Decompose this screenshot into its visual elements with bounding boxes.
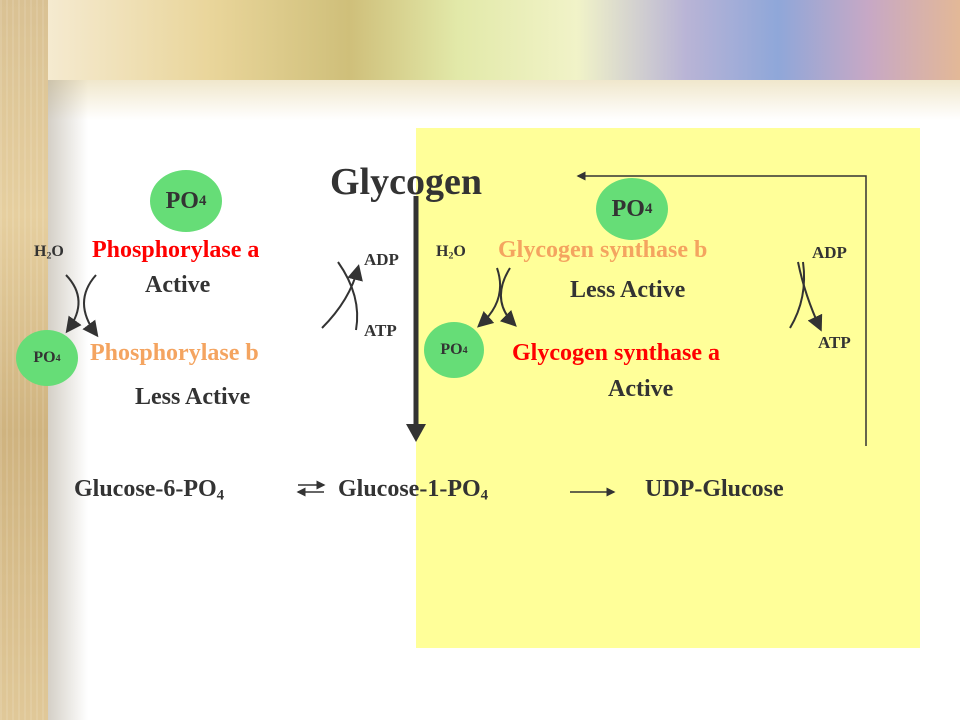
phosphorylase-a-label: Phosphorylase a — [92, 237, 260, 263]
phosphorylase-b-label: Phosphorylase b — [90, 340, 259, 366]
udp-glucose-label: UDP-Glucose — [645, 476, 784, 502]
decorative-top-banner — [48, 0, 960, 80]
h2o-label-synthase: H2O — [436, 243, 466, 262]
synthesis-return-path — [576, 171, 867, 446]
synthase-adp-curve — [797, 261, 823, 332]
synthase-atp-curve — [789, 261, 806, 329]
synthase-b-label: Glycogen synthase b — [498, 237, 708, 263]
h2o-label-phosphorylase: H2O — [34, 243, 64, 262]
adp-label-phosphorylase: ADP — [364, 250, 399, 269]
phosphorylase-b-state: Less Active — [135, 384, 251, 410]
phosphorylase-adp-curve — [337, 261, 359, 331]
synthase-a-label: Glycogen synthase a — [512, 340, 721, 366]
synthase-h2o-curve — [499, 267, 517, 327]
phosphorylase-h2o-curve — [82, 274, 99, 338]
phosphorylase-atp-curve — [321, 264, 363, 329]
atp-label-phosphorylase: ATP — [364, 321, 397, 340]
glycogen-breakdown-arrowhead — [406, 424, 426, 442]
synthase-highlight-panel — [416, 128, 920, 648]
glucose-1-phosphate-label: Glucose-1-PO4 — [338, 476, 489, 504]
synthase-b-state: Less Active — [570, 277, 686, 303]
glucose-6-phosphate-label: Glucose-6-PO4 — [74, 476, 225, 504]
synthase-dephospho-curve — [477, 267, 501, 328]
phosphorylase-dephospho-curve — [65, 274, 82, 334]
banner-fade — [48, 80, 960, 120]
adp-label-synthase: ADP — [812, 243, 847, 262]
page-shadow-edge — [48, 80, 88, 720]
phosphorylase-a-state: Active — [145, 272, 211, 298]
atp-label-synthase: ATP — [818, 333, 851, 352]
page-title: Glycogen — [330, 161, 482, 203]
synthase-a-state: Active — [608, 376, 674, 402]
